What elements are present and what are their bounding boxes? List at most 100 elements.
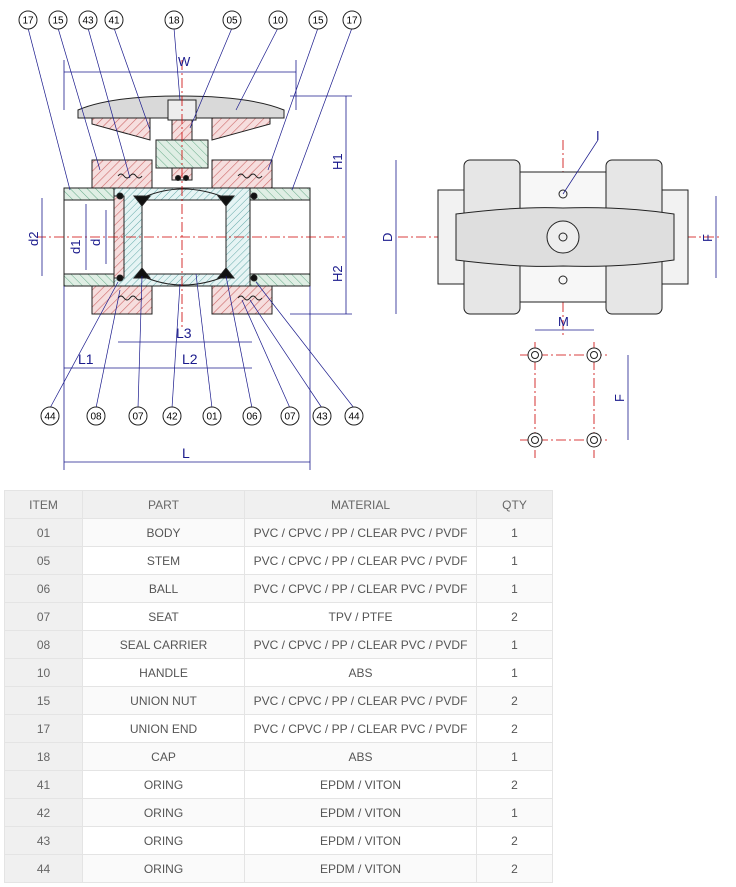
callout-top-label: 10 bbox=[272, 16, 284, 27]
callout-top-6: 10 bbox=[268, 10, 288, 30]
dim-d-label: d bbox=[88, 239, 103, 246]
cell-qty: 1 bbox=[476, 798, 553, 827]
cell-part: ORING bbox=[82, 770, 245, 799]
cell-material: PVC / CPVC / PP / CLEAR PVC / PVDF bbox=[244, 630, 477, 659]
cell-item: 42 bbox=[4, 798, 83, 827]
cell-part: ORING bbox=[82, 826, 245, 855]
cell-item: 08 bbox=[4, 630, 83, 659]
callout-top-0: 17 bbox=[18, 10, 38, 30]
cell-qty: 2 bbox=[476, 770, 553, 799]
cell-part: BALL bbox=[82, 574, 245, 603]
dim-i-label: I bbox=[596, 128, 600, 143]
cell-material: ABS bbox=[244, 658, 477, 687]
callout-top-circle bbox=[222, 10, 242, 30]
cell-qty: 1 bbox=[476, 630, 553, 659]
callout-top-4: 18 bbox=[164, 10, 184, 30]
dim-d1-label: d1 bbox=[68, 240, 83, 254]
cell-part: UNION END bbox=[82, 714, 245, 743]
cell-material: EPDM / VITON bbox=[244, 770, 477, 799]
callout-bottom-7: 43 bbox=[312, 406, 332, 426]
cell-qty: 2 bbox=[476, 686, 553, 715]
dim-h1-label: H1 bbox=[330, 153, 345, 170]
cell-material: TPV / PTFE bbox=[244, 602, 477, 631]
header-part: PART bbox=[82, 490, 245, 519]
cell-part: SEAT bbox=[82, 602, 245, 631]
callout-top-7: 15 bbox=[308, 10, 328, 30]
callout-top-label: 17 bbox=[22, 16, 34, 27]
cell-part: HANDLE bbox=[82, 658, 245, 687]
cell-part: BODY bbox=[82, 518, 245, 547]
callout-top-circle bbox=[268, 10, 288, 30]
cell-item: 07 bbox=[4, 602, 83, 631]
cell-item: 10 bbox=[4, 658, 83, 687]
callout-bottom-8: 44 bbox=[344, 406, 364, 426]
dim-f-bottom-label: F bbox=[612, 394, 627, 402]
callout-bottom-circle bbox=[344, 406, 364, 426]
cell-material: EPDM / VITON bbox=[244, 798, 477, 827]
callout-top-circle bbox=[308, 10, 328, 30]
cell-part: SEAL CARRIER bbox=[82, 630, 245, 659]
cell-material: PVC / CPVC / PP / CLEAR PVC / PVDF bbox=[244, 518, 477, 547]
callout-bottom-circle bbox=[86, 406, 106, 426]
callout-top-label: 18 bbox=[168, 16, 180, 27]
callout-top-label: 41 bbox=[108, 16, 120, 27]
callout-bottom-5: 06 bbox=[242, 406, 262, 426]
callout-bottom-label: 07 bbox=[284, 412, 296, 423]
callout-bottom-label: 08 bbox=[90, 412, 102, 423]
cell-qty: 1 bbox=[476, 546, 553, 575]
callout-bottom-circle bbox=[280, 406, 300, 426]
cell-item: 15 bbox=[4, 686, 83, 715]
dim-m-label: M bbox=[558, 314, 569, 329]
table-header-row: ITEM PART MATERIAL QTY bbox=[4, 490, 553, 519]
cell-material: PVC / CPVC / PP / CLEAR PVC / PVDF bbox=[244, 546, 477, 575]
callout-bottom-label: 07 bbox=[132, 412, 144, 423]
cell-item: 43 bbox=[4, 826, 83, 855]
callout-bottom-circle bbox=[40, 406, 60, 426]
callout-top-1: 15 bbox=[48, 10, 68, 30]
callout-bottom-circle bbox=[162, 406, 182, 426]
callout-bottom-2: 07 bbox=[128, 406, 148, 426]
dim-h2-label: H2 bbox=[330, 265, 345, 282]
header-material: MATERIAL bbox=[244, 490, 477, 519]
callout-bottom-3: 42 bbox=[162, 406, 182, 426]
callout-top-3: 41 bbox=[104, 10, 124, 30]
dim-l-label: L bbox=[182, 445, 190, 461]
dim-l3-label: L3 bbox=[176, 325, 192, 341]
cell-part: CAP bbox=[82, 742, 245, 771]
callout-bottom-label: 42 bbox=[166, 412, 178, 423]
section-view bbox=[63, 95, 311, 315]
callout-top-8: 17 bbox=[342, 10, 362, 30]
cell-material: EPDM / VITON bbox=[244, 826, 477, 855]
dim-l1-label: L1 bbox=[78, 351, 94, 367]
cell-part: UNION NUT bbox=[82, 686, 245, 715]
cell-qty: 2 bbox=[476, 854, 553, 883]
cell-qty: 1 bbox=[476, 518, 553, 547]
callout-bottom-circle bbox=[202, 406, 222, 426]
cell-qty: 2 bbox=[476, 602, 553, 631]
callout-top-label: 43 bbox=[82, 16, 94, 27]
callout-top-circle bbox=[104, 10, 124, 30]
cell-material: ABS bbox=[244, 742, 477, 771]
header-item: ITEM bbox=[4, 490, 83, 519]
header-qty: QTY bbox=[476, 490, 553, 519]
callout-top-circle bbox=[164, 10, 184, 30]
dim-l2-label: L2 bbox=[182, 351, 198, 367]
cell-item: 01 bbox=[4, 518, 83, 547]
cell-qty: 1 bbox=[476, 574, 553, 603]
cell-qty: 2 bbox=[476, 714, 553, 743]
cell-part: ORING bbox=[82, 854, 245, 883]
cell-item: 05 bbox=[4, 546, 83, 575]
callout-bottom-6: 07 bbox=[280, 406, 300, 426]
callout-top-circle bbox=[48, 10, 68, 30]
